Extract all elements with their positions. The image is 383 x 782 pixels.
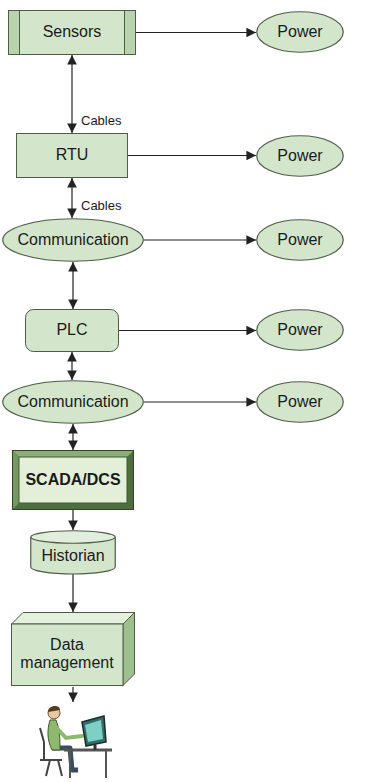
- flow-arrow: [72, 687, 73, 702]
- node-label: Data management: [17, 636, 117, 673]
- power-ellipse: Power: [256, 11, 344, 53]
- power-ellipse: Power: [256, 381, 344, 423]
- flow-arrow: [71, 352, 72, 380]
- flow-arrow: [72, 510, 73, 530]
- edge-label: Cables: [79, 113, 123, 128]
- communication-ellipse: Communication: [2, 218, 144, 262]
- flow-arrow: [71, 55, 72, 133]
- flow-arrow: [144, 239, 256, 240]
- node-label: Power: [277, 23, 322, 41]
- node-label: RTU: [56, 146, 89, 164]
- power-ellipse: Power: [256, 219, 344, 261]
- node-label: Power: [277, 147, 322, 165]
- flow-arrow: [72, 262, 73, 309]
- communication-ellipse: Communication: [2, 380, 144, 424]
- flow-arrow: [72, 574, 73, 612]
- node-label: Power: [277, 321, 322, 339]
- flow-arrow: [119, 330, 256, 331]
- flow-arrow: [72, 424, 73, 450]
- node-label: Power: [277, 231, 322, 249]
- node-label: Sensors: [43, 23, 102, 41]
- power-ellipse: Power: [256, 135, 344, 177]
- node-label: Communication: [17, 393, 128, 411]
- power-ellipse: Power: [256, 309, 344, 351]
- operator-icon: [40, 706, 112, 778]
- sensor-box: Sensors: [8, 10, 136, 55]
- rtu-box: RTU: [16, 133, 128, 178]
- node-label: Power: [277, 393, 322, 411]
- flow-arrow: [144, 401, 256, 402]
- node-label: SCADA/DCS: [25, 471, 120, 489]
- scada-box: SCADA/DCS: [12, 450, 134, 510]
- historian-cylinder: Historian: [30, 530, 116, 574]
- flow-arrow: [71, 178, 72, 218]
- plc-box: PLC: [25, 309, 119, 352]
- data-management-box: Data management: [11, 612, 135, 686]
- node-label: Communication: [17, 231, 128, 249]
- flow-arrow: [136, 32, 256, 33]
- edge-label: Cables: [79, 198, 123, 213]
- node-label: Historian: [41, 547, 104, 565]
- node-label: PLC: [56, 321, 87, 339]
- flow-arrow: [128, 155, 256, 156]
